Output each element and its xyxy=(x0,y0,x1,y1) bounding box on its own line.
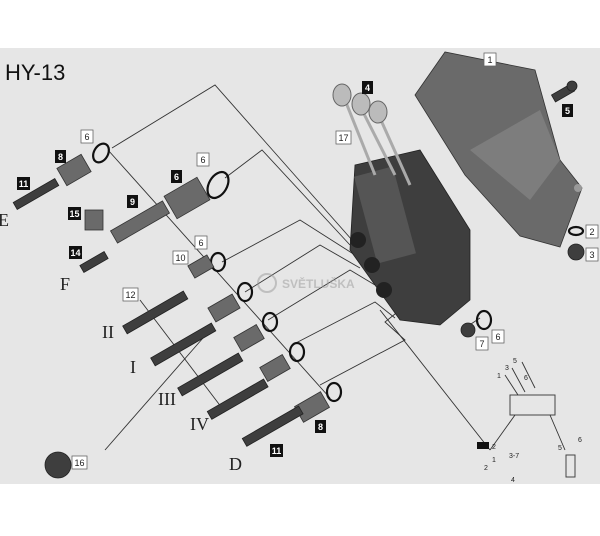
svg-text:3: 3 xyxy=(589,250,594,260)
callout-11: 11 xyxy=(17,177,30,190)
svg-text:3-7: 3-7 xyxy=(509,453,519,460)
svg-text:16: 16 xyxy=(74,458,84,468)
svg-text:2: 2 xyxy=(589,227,594,237)
callout-16: 16 xyxy=(71,455,88,470)
callout-3: 3 xyxy=(585,247,599,262)
callout-17: 17 xyxy=(335,130,352,145)
small-o-ring xyxy=(567,225,585,237)
svg-text:15: 15 xyxy=(69,209,79,219)
callout-12: 12 xyxy=(122,287,139,302)
cover-cap xyxy=(44,451,72,479)
svg-text:5: 5 xyxy=(513,358,517,365)
svg-text:6: 6 xyxy=(495,332,500,342)
port-letter-e: E xyxy=(0,210,9,230)
svg-text:1: 1 xyxy=(487,55,492,65)
svg-text:6: 6 xyxy=(198,238,203,248)
svg-text:10: 10 xyxy=(175,253,185,263)
svg-text:12: 12 xyxy=(125,290,135,300)
callout-2: 2 xyxy=(585,224,599,239)
callout-6: 6 xyxy=(196,152,210,167)
svg-text:2: 2 xyxy=(484,465,488,472)
callout-6: 6 xyxy=(80,129,94,144)
svg-text:1: 1 xyxy=(492,457,496,464)
svg-text:2: 2 xyxy=(492,444,496,451)
port-letter-iv: IV xyxy=(190,414,209,434)
model-title: HY-13 xyxy=(5,60,65,85)
svg-text:14: 14 xyxy=(70,248,80,258)
svg-text:5: 5 xyxy=(558,445,562,452)
svg-text:7: 7 xyxy=(479,339,484,349)
bolt xyxy=(550,80,578,103)
callout-7: 7 xyxy=(475,336,489,351)
plug xyxy=(460,322,476,338)
callout-6: 6 xyxy=(491,329,505,344)
svg-text:4: 4 xyxy=(365,83,370,93)
mounting-bracket xyxy=(414,51,583,248)
o-rings xyxy=(92,142,493,403)
callout-14: 14 xyxy=(69,246,82,259)
callout-9: 9 xyxy=(127,195,138,208)
control-valve-block xyxy=(332,83,471,326)
svg-text:11: 11 xyxy=(19,179,29,189)
svg-text:6: 6 xyxy=(84,132,89,142)
port-letter-iii: III xyxy=(158,389,176,409)
svg-text:6: 6 xyxy=(174,172,179,182)
callout-1: 1 xyxy=(483,52,497,67)
port-letter-f: F xyxy=(60,274,70,294)
port-letter-d: D xyxy=(229,454,242,474)
svg-text:17: 17 xyxy=(338,133,348,143)
svg-text:6: 6 xyxy=(578,437,582,444)
svg-text:8: 8 xyxy=(318,422,323,432)
callout-6: 6 xyxy=(171,170,182,183)
callout-10: 10 xyxy=(172,250,189,265)
callout-5: 5 xyxy=(562,104,573,117)
callout-15: 15 xyxy=(68,207,81,220)
callout-11: 11 xyxy=(270,444,283,457)
svg-text:6: 6 xyxy=(200,155,205,165)
hex-nut xyxy=(567,243,585,261)
svg-text:6: 6 xyxy=(524,375,528,382)
inset-detail: 1 3 5 6 2 2 1 3-7 4 5 6 xyxy=(477,358,582,484)
svg-text:4: 4 xyxy=(511,477,515,484)
watermark: SVĚTLUŠKA xyxy=(257,273,355,293)
port-letter-i: I xyxy=(130,357,136,377)
callout-8: 8 xyxy=(55,150,66,163)
svg-text:SVĚTLUŠKA: SVĚTLUŠKA xyxy=(282,276,355,291)
svg-text:5: 5 xyxy=(565,106,570,116)
svg-text:3: 3 xyxy=(505,365,509,372)
callout-8: 8 xyxy=(315,420,326,433)
port-letter-ii: II xyxy=(102,322,114,342)
callout-6: 6 xyxy=(194,235,208,250)
svg-text:8: 8 xyxy=(58,152,63,162)
svg-text:1: 1 xyxy=(497,373,501,380)
fittings xyxy=(12,153,331,479)
svg-text:9: 9 xyxy=(130,197,135,207)
svg-text:11: 11 xyxy=(272,446,282,456)
callout-4: 4 xyxy=(362,81,373,94)
